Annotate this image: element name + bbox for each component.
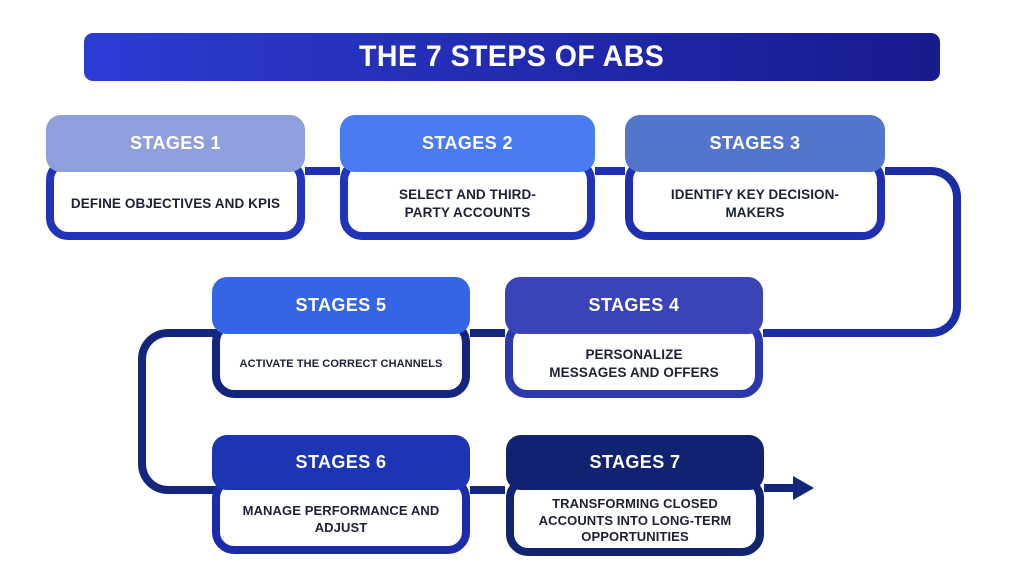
title-banner: THE 7 STEPS OF ABS	[84, 33, 940, 81]
stage-6-label: STAGES 6	[295, 452, 387, 472]
stage-5-header: STAGES 5	[212, 277, 470, 334]
arrow-shaft	[764, 484, 795, 492]
connector-stage5-stage4	[470, 329, 505, 337]
stage-7-label: STAGES 7	[589, 452, 681, 472]
stage-3-box: STAGES 3 IDENTIFY KEY DECISION-MAKERS	[625, 115, 885, 240]
stage-4-description: PERSONALIZE MESSAGES AND OFFERS	[549, 347, 719, 380]
stage-5-description: ACTIVATE THE CORRECT CHANNELS	[239, 357, 443, 370]
stage-4-label: STAGES 4	[588, 295, 680, 315]
stage-6-box: STAGES 6 MANAGE PERFORMANCE AND ADJUST	[212, 435, 470, 554]
connector-stage1-stage2	[305, 167, 340, 175]
arrow-right-icon	[793, 476, 814, 500]
stage-2-description: SELECT AND THIRD-PARTY ACCOUNTS	[399, 187, 536, 220]
stage-1-box: STAGES 1 DEFINE OBJECTIVES AND KPIS	[46, 115, 305, 240]
connector-stage3-stage4-bracket	[885, 167, 961, 337]
page-title: THE 7 STEPS OF ABS	[359, 40, 665, 73]
stage-7-description: TRANSFORMING CLOSED ACCOUNTS INTO LONG-T…	[538, 495, 732, 545]
stage-3-header: STAGES 3	[625, 115, 885, 172]
stage-1-description: DEFINE OBJECTIVES AND KPIS	[70, 196, 281, 212]
stage-1-header: STAGES 1	[46, 115, 305, 172]
connector-stage3-stage4-extension	[763, 329, 893, 337]
stage-1-label: STAGES 1	[130, 133, 221, 153]
stage-2-box: STAGES 2 SELECT AND THIRD-PARTY ACCOUNTS	[340, 115, 595, 240]
stage-7-box: STAGES 7 TRANSFORMING CLOSED ACCOUNTS IN…	[506, 435, 764, 556]
stage-4-box: STAGES 4 PERSONALIZE MESSAGES AND OFFERS	[505, 277, 763, 398]
connector-stage5-stage6-bracket	[138, 329, 220, 494]
connector-stage2-stage3	[595, 167, 625, 175]
connector-stage6-stage7	[470, 486, 505, 494]
stage-4-header: STAGES 4	[505, 277, 763, 334]
stage-2-label: STAGES 2	[422, 133, 513, 153]
stage-6-description: MANAGE PERFORMANCE AND ADJUST	[242, 503, 440, 535]
stage-3-description: IDENTIFY KEY DECISION-MAKERS	[670, 187, 840, 220]
stage-7-header: STAGES 7	[506, 435, 764, 490]
stage-2-header: STAGES 2	[340, 115, 595, 172]
stage-5-box: STAGES 5 ACTIVATE THE CORRECT CHANNELS	[212, 277, 470, 398]
stage-6-header: STAGES 6	[212, 435, 470, 490]
stage-5-label: STAGES 5	[295, 295, 387, 315]
stage-3-label: STAGES 3	[709, 133, 801, 153]
